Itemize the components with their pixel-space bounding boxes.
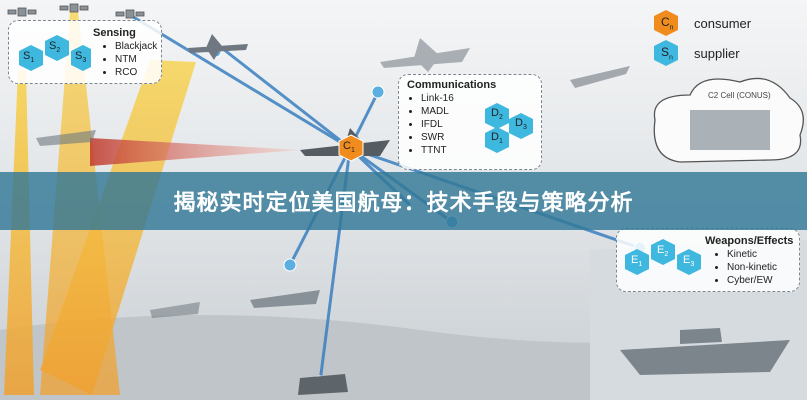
node-e1: E1: [631, 254, 642, 268]
node-d2: D2: [491, 107, 503, 121]
list-item: Link-16: [421, 92, 541, 105]
list-item: TTNT: [421, 144, 541, 157]
legend-supplier-label: supplier: [694, 46, 740, 61]
supplier-hex-icon: [485, 127, 509, 153]
supplier-hex-icon: [509, 113, 533, 139]
supplier-hex-icon: [654, 40, 678, 66]
node-d1: D1: [491, 131, 503, 145]
banner-title: 揭秘实时定位美国航母：技术手段与策略分析: [173, 191, 634, 216]
node-sub: 1: [30, 57, 35, 65]
c2-cell-label: C2 Cell (CONUS): [708, 91, 771, 100]
title-banner: 揭秘实时定位美国航母：技术手段与策略分析: [0, 172, 807, 230]
node-sub: 3: [690, 261, 695, 269]
legend-hexes: [654, 10, 678, 66]
node-s1: S1: [23, 50, 34, 64]
node-letter: C: [343, 140, 351, 152]
supplier-hex-icon: [19, 45, 43, 71]
node-letter: D: [491, 107, 499, 119]
supplier-hex-icon: [677, 249, 701, 275]
list-item: Non-kinetic: [727, 261, 793, 274]
legend-consumer-symbol: Cn: [661, 15, 674, 31]
link-node: [371, 85, 385, 99]
list-item: MADL: [421, 105, 541, 118]
list-item: IFDL: [421, 118, 541, 131]
legend: Cn Sn consumer supplier: [648, 8, 798, 70]
supplier-hex-icon: [651, 239, 675, 265]
legend-supplier-sub: n: [669, 54, 673, 62]
weapons-hexes: [625, 239, 701, 275]
fighter-icon: [300, 128, 390, 160]
legend-supplier-letter: S: [661, 45, 670, 59]
list-item: NTM: [115, 53, 157, 66]
sensing-hexes: [19, 35, 91, 71]
consumer-hex-icon: [338, 134, 364, 162]
list-item: Cyber/EW: [727, 274, 793, 287]
node-sub: 1: [350, 147, 355, 155]
communications-title: Communications: [407, 79, 497, 91]
satellite-icon: [59, 3, 89, 13]
node-s3: S3: [75, 50, 86, 64]
satellite-icon: [115, 9, 145, 19]
node-c1: C1: [343, 140, 355, 154]
c2-building: [690, 110, 770, 150]
list-item: Blackjack: [115, 40, 157, 53]
node-d3: D3: [515, 117, 527, 131]
node-letter: D: [515, 117, 523, 129]
tank-icon: [298, 374, 348, 395]
link-sat-c1: [129, 13, 351, 150]
weapons-panel: E1 E2 E3 Weapons/Effects Kinetic Non-kin…: [616, 228, 800, 292]
node-e2: E2: [657, 244, 668, 258]
supplier-hex-icon: [625, 249, 649, 275]
radar-beam: [90, 138, 300, 166]
sensing-title: Sensing: [93, 27, 136, 39]
uav-icon: [188, 34, 248, 60]
satellite-beam-left: [4, 70, 34, 395]
node-sub: 2: [56, 47, 61, 55]
supplier-hex-icon: [485, 103, 509, 129]
node-sub: 1: [498, 138, 503, 146]
legend-consumer-sub: n: [669, 24, 674, 32]
communications-hexes: [485, 103, 533, 153]
legend-consumer-letter: C: [661, 15, 670, 29]
node-e3: E3: [683, 254, 694, 268]
node-letter: S: [49, 40, 57, 52]
node-sub: 1: [638, 261, 643, 269]
node-letter: S: [75, 50, 83, 62]
supplier-hex-icon: [45, 35, 69, 61]
sensing-list: Blackjack NTM RCO: [93, 40, 157, 79]
node-sub: 3: [82, 57, 87, 65]
node-s2: S2: [49, 40, 60, 54]
node-letter: E: [631, 254, 639, 266]
legend-consumer-label: consumer: [694, 16, 752, 31]
link-uav-c1: [217, 43, 351, 150]
communications-panel: Communications Link-16 MADL IFDL SWR TTN…: [398, 74, 542, 170]
node-sub: 2: [498, 114, 503, 122]
stealth-jet-icon: [570, 66, 630, 88]
ship-icon: [620, 328, 790, 375]
link-node: [283, 258, 297, 272]
node-letter: E: [683, 254, 691, 266]
list-item: RCO: [115, 66, 157, 79]
node-letter: D: [491, 131, 499, 143]
satellite-icon: [7, 7, 37, 17]
list-item: Kinetic: [727, 248, 793, 261]
node-sub: 2: [664, 251, 669, 259]
supplier-hex-icon: [71, 45, 91, 71]
weapons-title: Weapons/Effects: [705, 235, 794, 247]
node-sub: 3: [522, 124, 527, 132]
list-item: SWR: [421, 131, 541, 144]
fighter-icon: [150, 302, 200, 318]
node-letter: E: [657, 244, 665, 256]
communications-list: Link-16 MADL IFDL SWR TTNT: [399, 92, 541, 157]
sensing-panel: S1 S2 S3 Sensing Blackjack NTM RCO: [8, 20, 162, 84]
fighter-icon: [380, 38, 470, 72]
fighter-icon: [36, 130, 96, 146]
weapons-list: Kinetic Non-kinetic Cyber/EW: [705, 248, 793, 287]
legend-supplier-symbol: Sn: [661, 45, 673, 61]
fighter-icon: [250, 290, 320, 308]
node-letter: S: [23, 50, 31, 62]
consumer-hex-icon: [654, 10, 678, 36]
